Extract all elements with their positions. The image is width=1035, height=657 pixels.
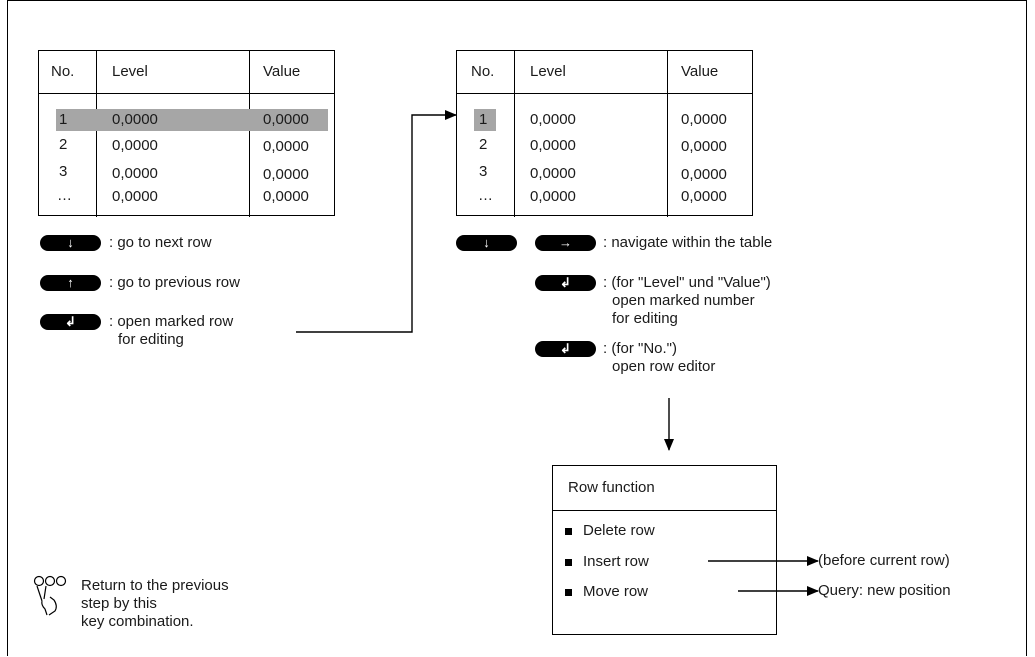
cell-no: … <box>57 187 72 204</box>
down-arrow-key-icon: ↓ <box>40 235 101 251</box>
enter-key-icon: ↲ <box>535 275 596 291</box>
cell-level: 0,0000 <box>530 111 576 128</box>
row-function-item: Move row <box>583 583 649 600</box>
cell-level: 0,0000 <box>530 188 576 205</box>
cell-value: 0,0000 <box>681 111 727 128</box>
cell-level: 0,0000 <box>112 188 158 205</box>
enter-key-icon: ↲ <box>40 314 101 330</box>
cell-no: 2 <box>59 136 68 153</box>
cell-no: 3 <box>479 163 488 180</box>
legend-navigate: : navigate within the table <box>603 234 773 251</box>
bullet-icon <box>565 589 572 596</box>
cell-level: 0,0000 <box>112 137 158 154</box>
cell-no: 1 <box>59 111 68 128</box>
row-function-item: Insert row <box>583 553 649 570</box>
legend-open-row: : open marked row <box>109 313 234 330</box>
cell-level: 0,0000 <box>530 137 576 154</box>
row-function-title: Row function <box>568 479 655 496</box>
cell-value: 0,0000 <box>263 138 309 155</box>
bullet-icon <box>565 528 572 535</box>
col-header-level: Level <box>530 63 566 80</box>
return-note-line: key combination. <box>81 613 194 630</box>
legend-no: : (for "No.") <box>603 340 677 357</box>
two-finger-hand-icon <box>33 575 67 616</box>
col-header-no: No. <box>51 63 75 80</box>
legend-level-value-cont: open marked number <box>612 292 755 309</box>
col-header-no: No. <box>471 63 495 80</box>
insert-row-result: (before current row) <box>818 552 950 569</box>
cell-no: 1 <box>479 111 488 128</box>
row-function-box: Row function Delete row Insert row Move … <box>552 465 777 635</box>
row-function-item: Delete row <box>583 522 655 539</box>
cell-no: 2 <box>479 136 488 153</box>
return-note-line: step by this <box>81 595 157 612</box>
cell-value: 0,0000 <box>681 166 727 183</box>
move-row-result: Query: new position <box>818 582 951 599</box>
legend-no-cont: open row editor <box>612 358 716 375</box>
cell-value: 0,0000 <box>263 166 309 183</box>
diagram-frame <box>7 0 1027 656</box>
cell-value: 0,0000 <box>681 138 727 155</box>
cell-highlight <box>474 109 496 131</box>
table-left: No. Level Value 1 0,0000 0,0000 2 0,0000… <box>38 50 335 217</box>
cell-no: 3 <box>59 163 68 180</box>
row-highlight <box>56 109 328 131</box>
enter-key-icon: ↲ <box>535 341 596 357</box>
legend-level-value: : (for "Level" und "Value") <box>603 274 771 291</box>
cell-value: 0,0000 <box>263 111 309 128</box>
cell-value: 0,0000 <box>263 188 309 205</box>
col-header-level: Level <box>112 63 148 80</box>
cell-value: 0,0000 <box>681 188 727 205</box>
legend-level-value-cont: for editing <box>612 310 678 327</box>
return-note-line: Return to the previous <box>81 577 229 594</box>
table-right-header <box>457 51 752 94</box>
cell-level: 0,0000 <box>530 165 576 182</box>
cell-level: 0,0000 <box>112 165 158 182</box>
legend-previous-row: : go to previous row <box>109 274 240 291</box>
legend-open-row-cont: for editing <box>118 331 184 348</box>
cell-level: 0,0000 <box>112 111 158 128</box>
up-arrow-key-icon: ↑ <box>40 275 101 291</box>
col-header-value: Value <box>681 63 719 80</box>
table-left-header <box>39 51 334 94</box>
legend-next-row: : go to next row <box>109 234 212 251</box>
arrow-to-right-table <box>296 110 457 333</box>
bullet-icon <box>565 559 572 566</box>
cell-no: … <box>478 187 493 204</box>
down-arrow-key-icon: ↓ <box>456 235 517 251</box>
col-header-value: Value <box>263 63 301 80</box>
row-function-title-bar: Row function <box>553 466 776 511</box>
table-right: No. Level Value 1 0,0000 0,0000 2 0,0000… <box>456 50 753 217</box>
right-arrow-key-icon: → <box>535 235 596 251</box>
